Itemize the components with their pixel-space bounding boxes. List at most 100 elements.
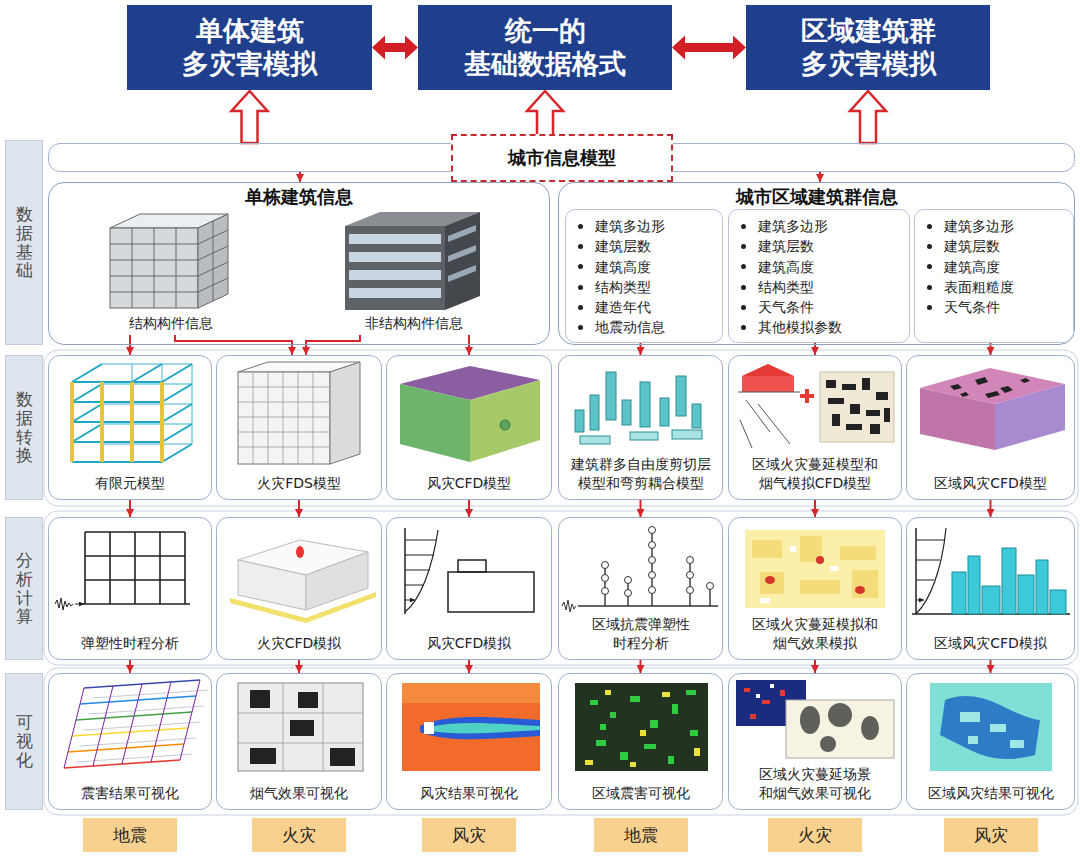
fire-spread-model — [738, 364, 894, 448]
hollow-block-arrow — [232, 91, 268, 143]
stick-models-part — [625, 590, 632, 597]
stick-models-part — [649, 542, 656, 549]
stage-box: 震害结果可视化 — [48, 673, 212, 810]
tag-text: 风灾 — [974, 824, 1008, 847]
fire-smoke-scene-part — [828, 703, 852, 727]
list-item-text: 天气条件 — [944, 297, 1000, 317]
flow-arrow — [299, 172, 301, 182]
fire-spread-map-part — [752, 536, 878, 598]
cell-text: 区域火灾蔓延场景 和烟气效果可视化 — [733, 765, 897, 803]
stick-models-part — [562, 600, 576, 612]
frame-time-history-part — [80, 532, 190, 604]
part-text: 非结构构件信息 — [365, 315, 463, 333]
list-item-text: 建筑多边形 — [595, 216, 665, 236]
stage-box: 烟气效果可视化 — [216, 673, 382, 810]
structural-building — [110, 214, 228, 308]
double-block-arrow — [372, 36, 418, 60]
fire-cfd-building-part — [238, 560, 306, 610]
bullet-dot — [927, 264, 932, 269]
info-panel: 城市区域建筑群信息建筑多边形建筑层数建筑高度结构类型建造年代地震动信息建筑多边形… — [558, 182, 1075, 345]
building-group-model-part — [590, 395, 599, 430]
wind-result-field-part — [424, 722, 434, 734]
city-buildings-part — [952, 572, 966, 614]
city-buildings-part — [1050, 590, 1066, 614]
city-buildings-part — [1018, 575, 1034, 614]
wind-result-field-part — [420, 717, 540, 739]
hazard-tag: 风灾 — [422, 818, 516, 852]
bullet-dot — [741, 224, 746, 229]
bullet-dot — [927, 224, 932, 229]
fire-spread-model-part — [826, 378, 890, 434]
top-text: 区域建筑群 多灾害模拟 — [764, 15, 972, 81]
stick-models-part — [649, 527, 656, 534]
bullet-item: 结构类型 — [741, 277, 905, 297]
city-buildings-part — [1002, 548, 1016, 614]
fire-spread-map-part — [816, 556, 824, 564]
fire-cfd-building-part — [306, 552, 368, 610]
list-item-text: 建筑高度 — [758, 257, 814, 277]
flow-arrow — [819, 172, 821, 182]
cell-text: 区域火灾蔓延模拟和 烟气效果模拟 — [733, 615, 897, 653]
building-group-model-part — [606, 372, 616, 420]
list-item-text: 其他模拟参数 — [758, 317, 842, 337]
bullet-dot — [578, 305, 583, 310]
stage-box: 区域火灾蔓延模拟和 烟气效果模拟 — [728, 517, 902, 660]
nonstructural-building-part — [448, 225, 476, 282]
wind-result-field-part — [430, 723, 540, 733]
building-group-model-part — [575, 410, 584, 432]
regional-wind-profile-part — [912, 528, 1070, 614]
tag-text: 地震 — [113, 824, 147, 847]
city-buildings — [952, 548, 1066, 614]
bullet-item: 建筑层数 — [927, 236, 1069, 256]
stage-box: 建筑群多自由度剪切层 模型和弯剪耦合模型 — [558, 355, 723, 500]
stage-box: 区域风灾CFD模型 — [906, 355, 1075, 500]
stage-box: 风灾结果可视化 — [386, 673, 552, 810]
regional-wind-result-part — [930, 683, 1052, 771]
bullet-dot — [741, 325, 746, 330]
cell-text: 区域风灾结果可视化 — [928, 784, 1054, 803]
finite-element-frame — [72, 364, 192, 462]
stick-models-part — [707, 583, 714, 590]
bullet-dot — [578, 264, 583, 269]
row-label: 分析计算 — [5, 517, 43, 660]
fire-spread-map-part — [765, 576, 775, 584]
bullet-item: 地震动信息 — [578, 317, 718, 337]
hazard-tag: 火灾 — [252, 818, 346, 852]
regional-wind-profile-part — [916, 540, 944, 600]
list-item-text: 结构类型 — [758, 277, 814, 297]
side-text: 分析计算 — [16, 551, 33, 626]
flow-arrow — [814, 660, 816, 673]
building-group-model-part — [580, 436, 610, 444]
cfd-domain-box-part — [400, 384, 470, 462]
bullet-item: 建筑多边形 — [741, 216, 905, 236]
building-group-model-part — [640, 382, 650, 427]
model-band: 城市信息模型 — [48, 143, 1075, 172]
flow-arrow — [306, 335, 360, 355]
stick-models-part — [649, 572, 656, 579]
bullet-dot — [741, 305, 746, 310]
bullet-item: 建筑层数 — [578, 236, 718, 256]
building-group-model-part — [660, 398, 669, 426]
bullet-item: 结构类型 — [578, 277, 718, 297]
regional-damage-map — [575, 683, 708, 771]
component-group: 结构构件信息 — [96, 207, 246, 335]
part-text: 结构构件信息 — [129, 315, 213, 333]
wind-result-field — [402, 683, 540, 771]
stick-models — [562, 527, 718, 613]
fire-spread-model-part — [738, 392, 800, 448]
hazard-tag: 风灾 — [944, 818, 1038, 852]
attribute-list: 建筑多边形建筑层数建筑高度结构类型建造年代地震动信息 — [565, 209, 723, 343]
finite-element-frame-part — [72, 364, 192, 462]
bullet-item: 建筑高度 — [927, 257, 1069, 277]
stick-models-part — [602, 588, 609, 595]
fire-smoke-scene-part — [744, 688, 785, 719]
cell-text: 烟气效果可视化 — [250, 784, 348, 803]
bullet-item: 建筑多边形 — [927, 216, 1069, 236]
stick-models-part — [649, 557, 656, 564]
bullet-item: 建筑高度 — [741, 257, 905, 277]
smoke-floor-plan-part — [238, 683, 363, 771]
process-box: 区域建筑群 多灾害模拟 — [746, 5, 990, 90]
finite-element-frame-part — [72, 382, 162, 462]
